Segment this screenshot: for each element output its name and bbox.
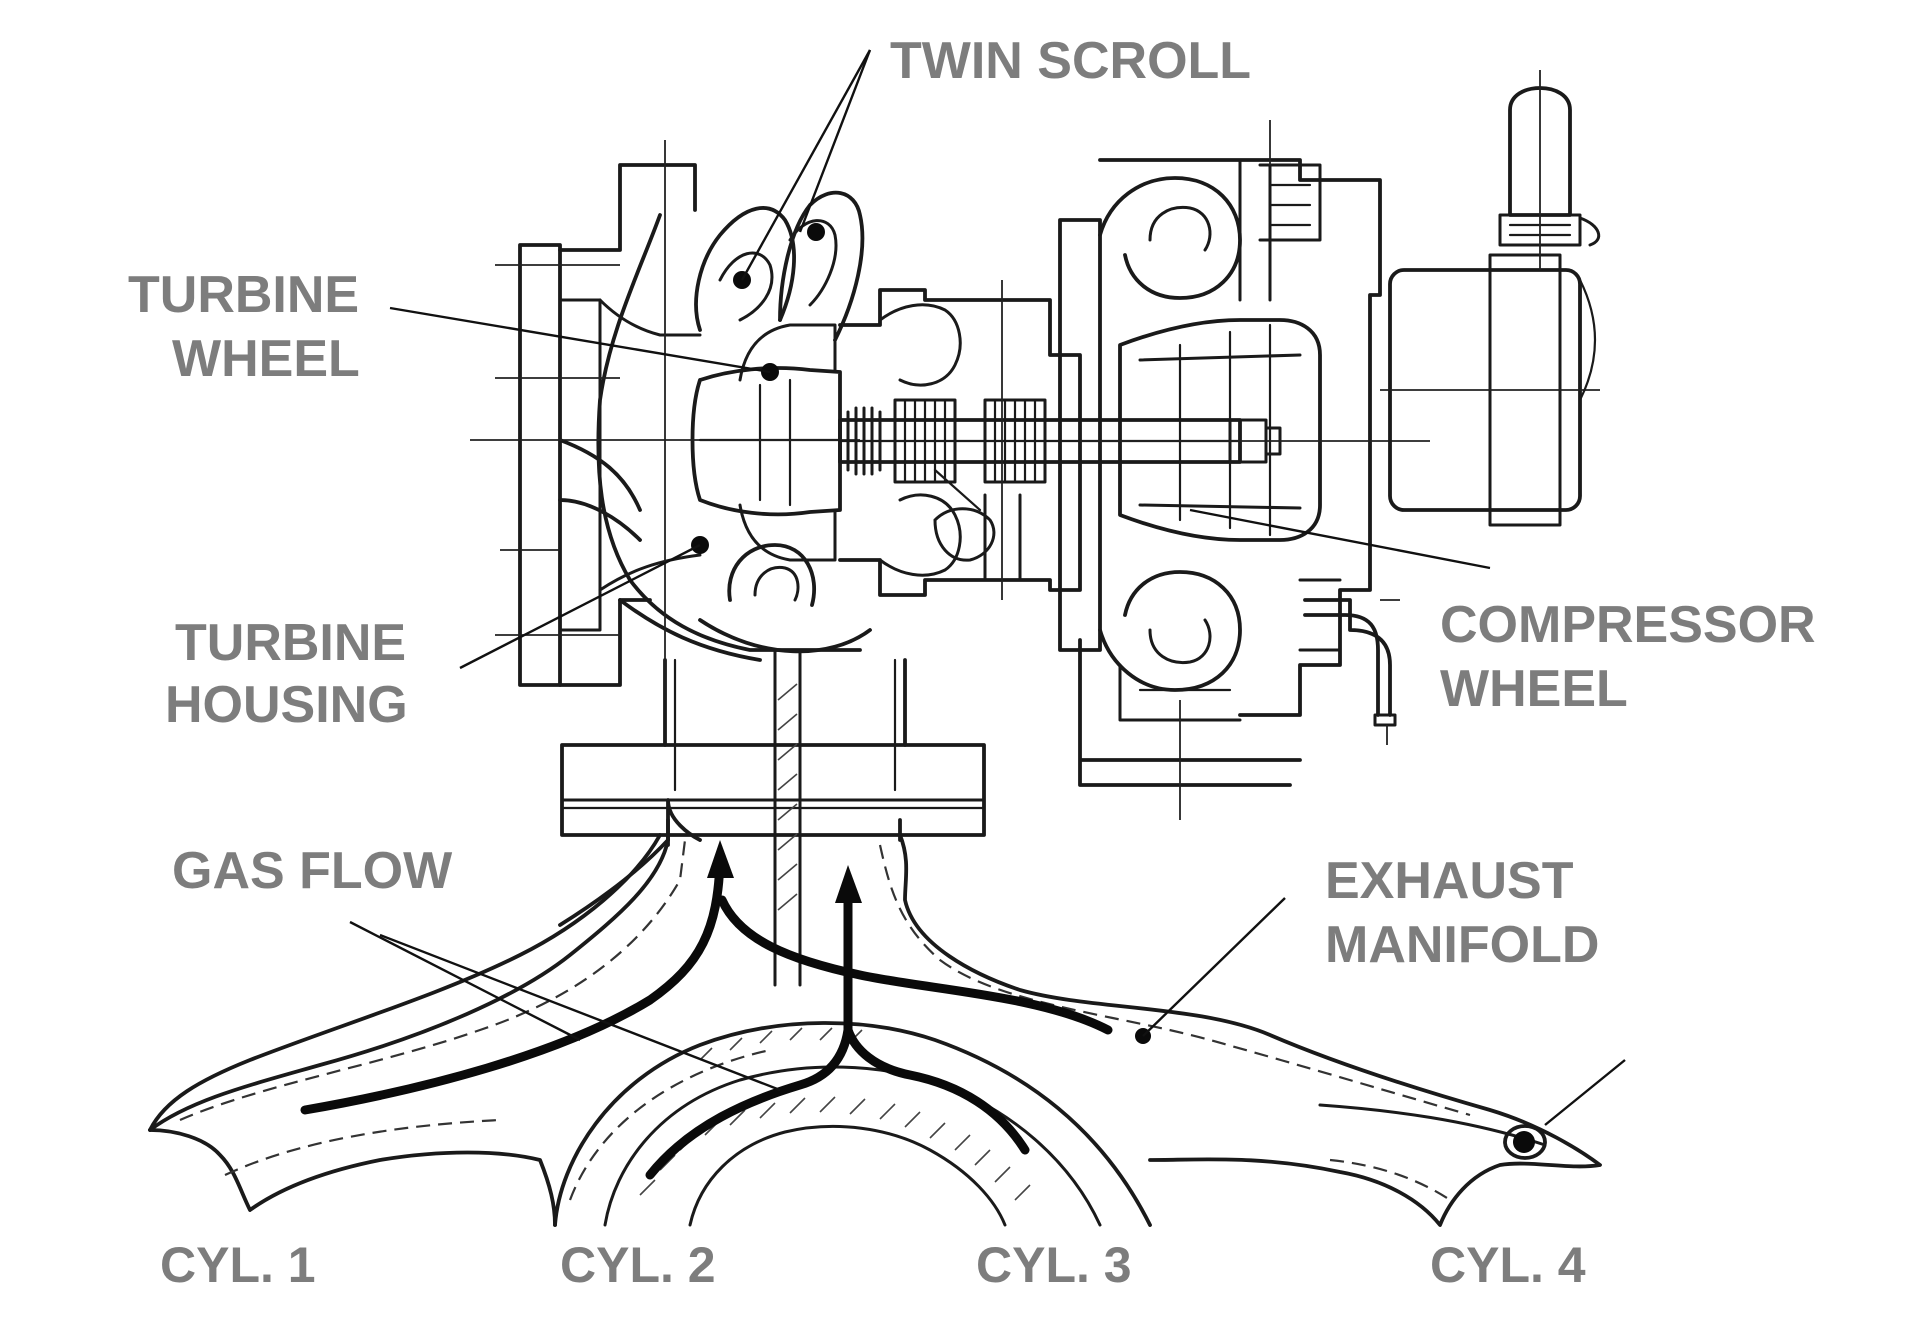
exhaust-manifold-leader [1142,897,1286,1037]
label-exhaust-manifold-line2: MANIFOLD [1325,916,1599,974]
label-turbine-housing-line1: TURBINE [175,614,406,672]
gas-flow-leader-a [349,920,581,1042]
label-cyl-4: CYL. 4 [1430,1237,1586,1293]
gas-flow-arrows [300,840,1113,1180]
flow-arrowhead-right [835,865,862,903]
gas-flow-leader-b [379,933,781,1092]
label-compressor-wheel-line1: COMPRESSOR [1440,596,1816,654]
compressor-wheel-leader [1189,508,1491,570]
wastegate-actuator [1380,70,1601,527]
label-exhaust-manifold-line1: EXHAUST [1325,852,1574,910]
label-cyl-3: CYL. 3 [976,1237,1132,1293]
label-turbine-housing-line2: HOUSING [165,676,408,734]
twin-scroll-leader-b [740,49,872,281]
compressor-wheel [1118,318,1322,542]
label-cyl-2: CYL. 2 [560,1237,716,1293]
turbine-housing-leader [459,543,701,670]
manifold-hatching [639,1027,1031,1201]
twin-scroll-leader-a [798,49,872,233]
leader-lines [349,49,1491,1092]
scroll-b-dot [807,223,825,241]
label-twin-scroll: TWIN SCROLL [890,32,1251,90]
label-turbine-wheel-line1: TURBINE [128,266,359,324]
label-cyl-1: CYL. 1 [160,1237,316,1293]
label-turbine-wheel-line2: WHEEL [172,330,360,388]
flow-path-cyl1 [300,855,725,1115]
cyl4-leader-line [1544,1059,1626,1126]
label-gas-flow: GAS FLOW [172,842,453,900]
turbine-inlet-flange [560,648,986,987]
turbine-housing [470,140,872,700]
flow-path-cyl3 [843,1025,1030,1155]
labels: TWIN SCROLL TURBINE WHEEL TURBINE HOUSIN… [128,32,1816,1293]
flow-path-cyl3-branch [717,895,1113,1035]
cyl4-bolt-hole [1503,1124,1547,1160]
compressor-housing [1058,120,1430,820]
flow-path-cyl2 [645,885,853,1180]
flow-arrowhead-left [707,840,734,878]
turbine-wheel-leader [389,306,771,374]
label-compressor-wheel-line2: WHEEL [1440,660,1628,718]
